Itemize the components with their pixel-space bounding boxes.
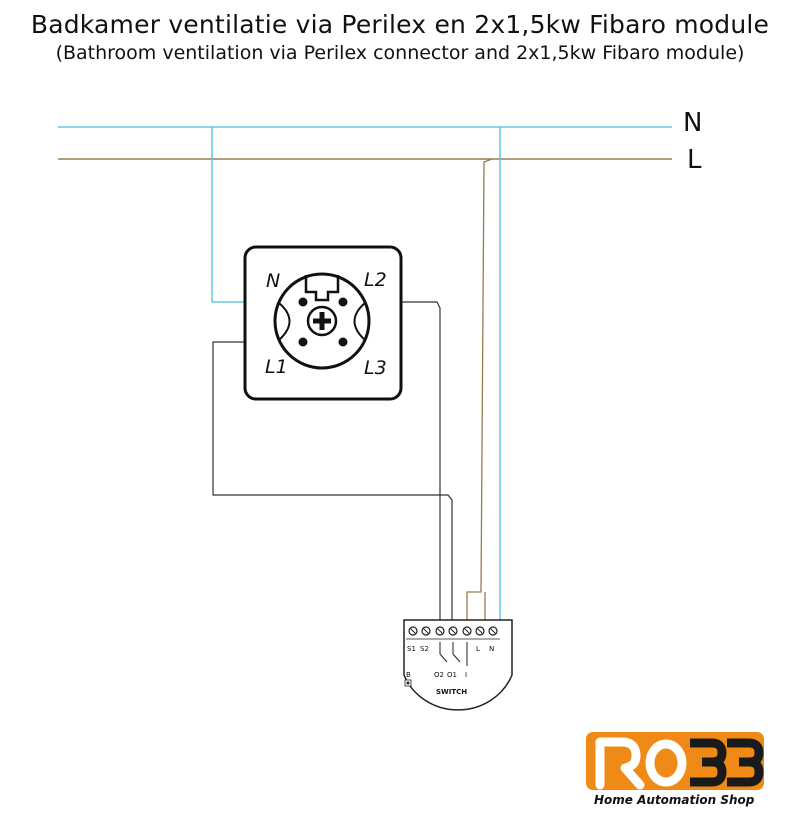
terminal-label-s2: S2	[420, 645, 429, 653]
live-wire-to-module	[466, 158, 493, 630]
perilex-connector: N L2 L1 L3	[243, 245, 403, 401]
pin-l3	[338, 337, 348, 347]
terminal-label-n: N	[489, 645, 494, 653]
connector-left-guide	[278, 302, 291, 341]
l1-wire	[212, 341, 453, 627]
logo-letter-3b	[727, 738, 764, 787]
pin-l1	[298, 337, 308, 347]
connector-key-notch	[304, 275, 340, 302]
neutral-bus-label: N	[683, 108, 702, 138]
module-body	[403, 619, 513, 711]
connector-right-guide	[353, 302, 366, 341]
button-label: B	[406, 671, 411, 679]
relay-lines	[439, 642, 468, 666]
output-label-i: I	[465, 671, 467, 679]
logo-letter-3a	[690, 738, 727, 787]
output-label-o2: O2	[434, 671, 444, 679]
terminal-label-s1: S1	[407, 645, 416, 653]
pin-n-label: N	[266, 270, 280, 292]
terminal-label-l: L	[476, 645, 480, 653]
pin-l3-label: L3	[364, 357, 387, 379]
pin-l2	[338, 297, 348, 307]
ro33-logo: Home Automation Shop	[586, 732, 764, 807]
logo-letter-r	[595, 737, 645, 790]
pin-l1-label: L1	[265, 356, 288, 378]
terminal-strip	[406, 626, 500, 640]
fibaro-switch-module: S1 S2 L N O2 O1 I B SWITCH	[403, 619, 513, 711]
diagram-title: Badkamer ventilatie via Perilex en 2x1,5…	[30, 10, 770, 39]
center-screw-cross-v	[319, 312, 325, 330]
logo-letter-o	[645, 739, 687, 787]
pin-n	[298, 297, 308, 307]
module-name: SWITCH	[436, 688, 467, 696]
logo-tagline: Home Automation Shop	[594, 793, 755, 807]
diagram-subtitle: (Bathroom ventilation via Perilex connec…	[55, 42, 745, 64]
output-label-o1: O1	[447, 671, 457, 679]
pin-l2-label: L2	[364, 269, 387, 291]
live-bus-label: L	[687, 145, 702, 175]
